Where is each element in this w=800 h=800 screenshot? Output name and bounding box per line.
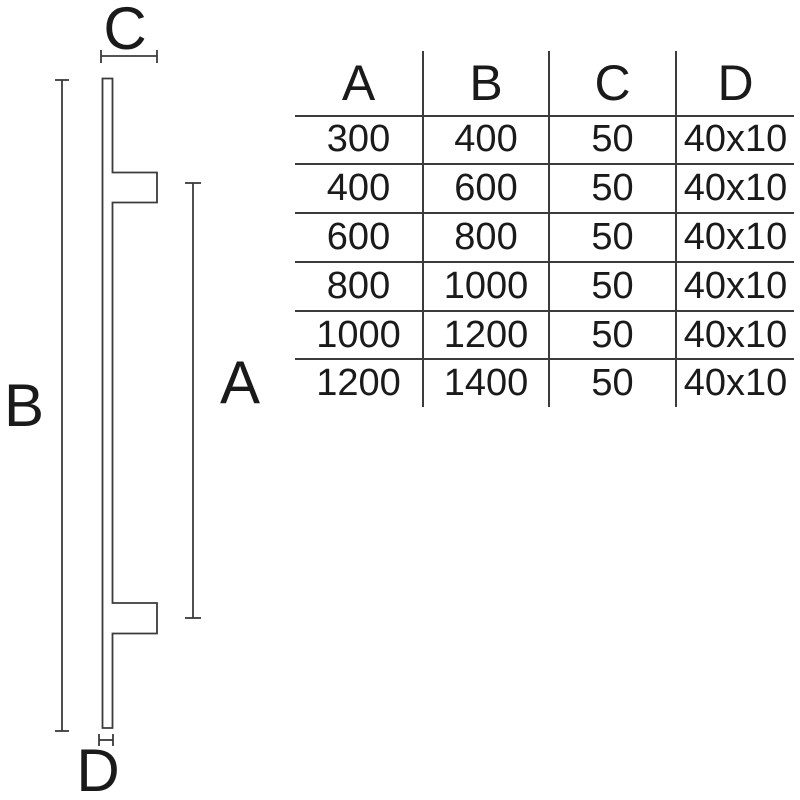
table-cell: 1200 bbox=[295, 358, 422, 407]
table-header-b: B bbox=[422, 51, 548, 115]
table-cell: 1200 bbox=[422, 309, 548, 359]
table-cell: 50 bbox=[548, 114, 675, 164]
table-cell: 40x10 bbox=[675, 358, 794, 408]
table-cell: 600 bbox=[422, 163, 548, 213]
table-cell: 400 bbox=[295, 163, 422, 212]
dim-line-b bbox=[55, 79, 69, 732]
table-header-d: D bbox=[675, 51, 794, 115]
table-cell: 1000 bbox=[422, 260, 548, 310]
table-header-c: C bbox=[548, 51, 675, 115]
table-cell: 40x10 bbox=[675, 114, 794, 164]
table-header-a: A bbox=[341, 54, 376, 111]
dim-line-d bbox=[98, 734, 114, 746]
table-cell: 800 bbox=[422, 212, 548, 261]
table-cell: 40x10 bbox=[675, 212, 794, 261]
table-cell: 40x10 bbox=[675, 163, 794, 213]
table-cell: 50 bbox=[548, 358, 675, 408]
table-cell: 40x10 bbox=[675, 309, 794, 359]
dim-label-d: D bbox=[76, 737, 120, 800]
table-cell: 50 bbox=[548, 260, 675, 310]
table-cell: 800 bbox=[295, 260, 422, 310]
table-cell: 400 bbox=[422, 114, 548, 164]
table-cell: 50 bbox=[548, 212, 675, 261]
table-cell: 1000 bbox=[295, 309, 422, 359]
table-cell: 40x10 bbox=[675, 260, 794, 310]
table-cell: 50 bbox=[548, 163, 675, 213]
handle-profile-outline bbox=[101, 77, 158, 729]
table-cell: 50 bbox=[548, 309, 675, 359]
table-cell: 300 bbox=[295, 114, 422, 164]
dim-label-a: A bbox=[219, 349, 261, 416]
table-cell: 1400 bbox=[422, 358, 548, 408]
dim-label-b: B bbox=[3, 372, 45, 439]
handle-technical-drawing bbox=[55, 50, 201, 746]
table-cell: 600 bbox=[295, 212, 422, 261]
dim-label-c: C bbox=[103, 0, 147, 62]
dim-line-c bbox=[100, 50, 158, 63]
dimension-table: A B C D 300 400 50 40x10 400 600 50 40x1… bbox=[295, 51, 794, 408]
dim-line-a bbox=[185, 182, 201, 619]
